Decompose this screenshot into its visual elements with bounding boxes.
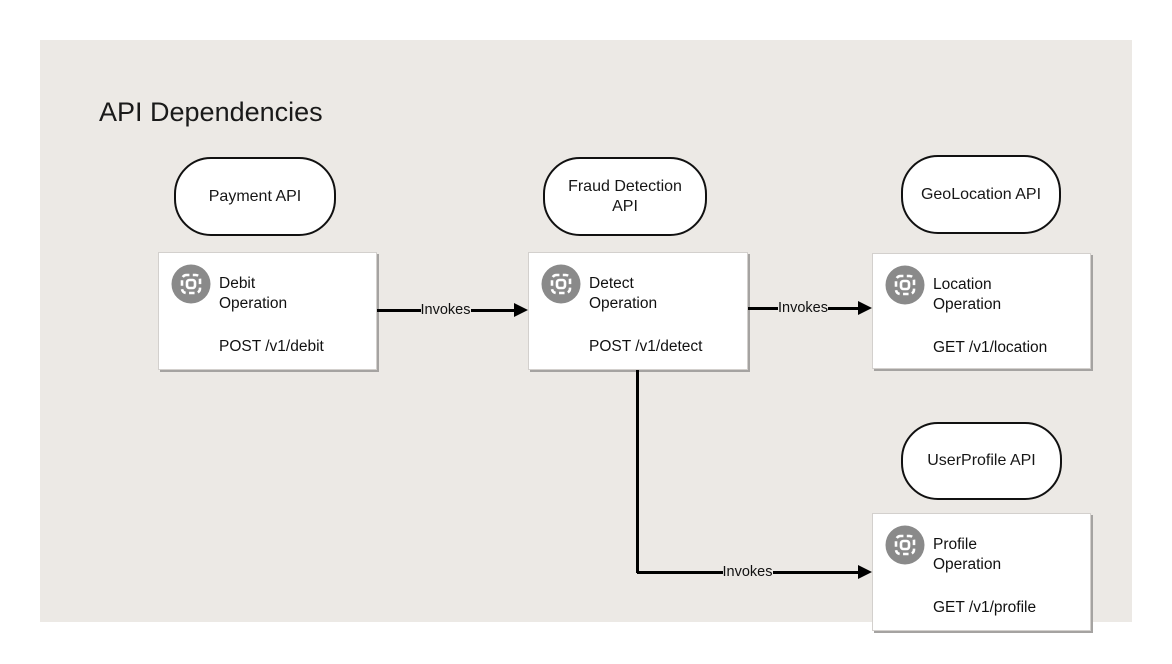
edge-label: Invokes [420, 302, 471, 318]
arrowhead-right-icon [858, 565, 873, 579]
operation-title: Location Operation [933, 276, 1002, 313]
api-node-fraud-detection: Fraud Detection API [543, 157, 707, 236]
operation-node-detect: Detect Operation POST /v1/detect [528, 252, 748, 370]
operation-scan-icon [885, 525, 925, 565]
api-node-label: GeoLocation API [920, 185, 1042, 203]
edge-line [470, 308, 515, 312]
api-node-userprofile: UserProfile API [901, 422, 1062, 500]
arrowhead-right-icon [858, 301, 873, 315]
api-node-geolocation: GeoLocation API [901, 155, 1061, 234]
api-node-label: Fraud Detection API [568, 177, 682, 215]
edge-detect-invokes-profile: Invokes [637, 562, 873, 582]
api-node-label: Payment API [208, 187, 302, 205]
operation-endpoint: POST /v1/debit [219, 338, 324, 355]
edge-debit-invokes-detect: Invokes [377, 300, 529, 320]
operation-node-profile: Profile Operation GET /v1/profile [872, 513, 1091, 631]
edge-detect-invokes-profile-vertical-line [636, 370, 639, 573]
operation-endpoint: GET /v1/profile [933, 599, 1037, 616]
operation-title: Profile Operation [933, 536, 1002, 573]
arrowhead-right-icon [514, 303, 529, 317]
operation-scan-icon [541, 264, 581, 304]
operation-scan-icon [171, 264, 211, 304]
edge-detect-invokes-location: Invokes [748, 298, 873, 318]
diagram-title: API Dependencies [99, 97, 323, 127]
edge-line [637, 570, 723, 574]
operation-title: Detect Operation [589, 275, 658, 312]
operation-node-debit: Debit Operation POST /v1/debit [158, 252, 377, 370]
operation-title: Debit Operation [219, 275, 288, 312]
edge-line [828, 306, 859, 310]
diagram-panel: API Dependencies Payment API Fraud Detec… [40, 40, 1132, 631]
edge-line [772, 570, 859, 574]
operation-endpoint: GET /v1/location [933, 339, 1048, 356]
edge-line [748, 306, 779, 310]
operation-scan-icon [885, 265, 925, 305]
operation-node-location: Location Operation GET /v1/location [872, 253, 1091, 369]
edge-line [377, 308, 421, 312]
edge-label: Invokes [722, 564, 773, 580]
edge-label: Invokes [778, 300, 828, 316]
operation-endpoint: POST /v1/detect [589, 338, 703, 355]
api-node-label: UserProfile API [927, 452, 1036, 469]
api-node-payment: Payment API [174, 157, 336, 236]
